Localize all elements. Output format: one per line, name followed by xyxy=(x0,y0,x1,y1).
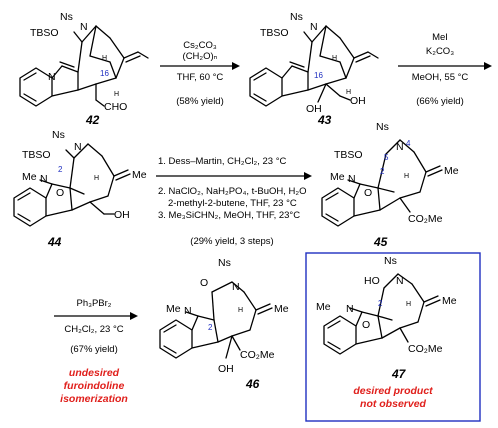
compound-number: 47 xyxy=(391,367,407,381)
reaction-arrow-2: MeI K₂CO₃ MeOH, 55 °C (66% yield) xyxy=(398,32,492,107)
step-2-cont: 2-methyl-2-butene, THF, 23 °C xyxy=(168,198,297,209)
ns-label: Ns xyxy=(290,11,303,23)
desired-line-1: desired product xyxy=(353,385,433,397)
highlight-box xyxy=(305,252,481,422)
ns-label: Ns xyxy=(384,255,397,267)
undesired-line-3: isomerization xyxy=(60,393,128,405)
yield: (29% yield, 3 steps) xyxy=(190,236,273,247)
compound-number: 42 xyxy=(85,113,100,127)
co2me-label: CO₂Me xyxy=(408,343,443,355)
locant-2: 2 xyxy=(208,323,213,332)
compound-number: 46 xyxy=(245,377,260,391)
step-1: 1. Dess–Martin, CH₂Cl₂, 23 °C xyxy=(158,156,287,167)
h-label: H xyxy=(238,307,243,314)
h-label: H xyxy=(102,55,107,62)
yield: (66% yield) xyxy=(416,96,464,107)
co2me-label: CO₂Me xyxy=(240,349,275,361)
reaction-arrow-4: Ph₃PBr₂ CH₂Cl₂, 23 °C (67% yield) xyxy=(54,298,138,355)
locant-2: 2 xyxy=(380,167,385,176)
ns-label: Ns xyxy=(60,11,73,23)
ns-label: Ns xyxy=(52,129,65,141)
h-label-2: H xyxy=(114,91,119,98)
locant-4: 4 xyxy=(406,139,411,148)
n-label: N xyxy=(396,141,404,153)
me-n-label: Me xyxy=(166,303,181,315)
locant-16: 16 xyxy=(100,69,109,78)
compound-44: Ns N TBSO Me N O 2 H Me OH 44 xyxy=(13,129,147,249)
me-label: Me xyxy=(442,295,457,307)
me-label: Me xyxy=(132,169,147,181)
h-label-2: H xyxy=(346,89,351,96)
locant-2: 2 xyxy=(58,165,63,174)
ns-label: Ns xyxy=(218,257,231,269)
reagent: Ph₃PBr₂ xyxy=(76,298,111,309)
compound-number: 44 xyxy=(47,235,62,249)
ns-label: Ns xyxy=(376,121,389,133)
h-label: H xyxy=(406,301,411,308)
locant-5: 5 xyxy=(384,153,389,162)
locant-2: 2 xyxy=(378,299,383,308)
conditions: THF, 60 °C xyxy=(177,72,224,83)
oh-label: OH xyxy=(306,103,322,115)
undesired-line-1: undesired xyxy=(69,367,120,379)
o-label: O xyxy=(56,187,64,199)
yield: (58% yield) xyxy=(176,96,224,107)
n-label: N xyxy=(80,21,88,33)
h-label: H xyxy=(94,175,99,182)
n-indole-label: N xyxy=(184,305,192,317)
me-label: Me xyxy=(444,165,459,177)
n-indole-label: N xyxy=(48,71,56,83)
ho-label: HO xyxy=(364,275,380,287)
compound-43: Ns N TBSO H H 16 OH OH 43 xyxy=(249,11,379,127)
tbso-label: TBSO xyxy=(22,149,51,161)
compound-number: 45 xyxy=(373,235,388,249)
o-label: O xyxy=(362,319,370,331)
reagent: (CH₂O)ₙ xyxy=(183,51,218,62)
h-label: H xyxy=(404,173,409,180)
conditions: MeOH, 55 °C xyxy=(412,72,469,83)
reagent: K₂CO₃ xyxy=(426,46,454,57)
n-label: N xyxy=(232,281,240,293)
undesired-line-2: furoindoline xyxy=(64,380,125,392)
n-indoline-label: N xyxy=(346,303,354,315)
step-2: 2. NaClO₂, NaH₂PO₄, t-BuOH, H₂O xyxy=(158,186,307,197)
n-indoline-label: N xyxy=(348,173,356,185)
n-label: N xyxy=(74,141,82,153)
me-n-label: Me xyxy=(316,301,331,313)
compound-46: Ns N O Me N 2 H Me CO₂Me OH 46 xyxy=(159,257,289,391)
me-n-label: Me xyxy=(330,171,345,183)
cho-label: CHO xyxy=(104,101,127,113)
me-n-label: Me xyxy=(22,171,37,183)
h-label: H xyxy=(332,55,337,62)
undesired-note: undesired furoindoline isomerization xyxy=(60,367,128,405)
oh-label: OH xyxy=(114,209,130,221)
compound-number: 43 xyxy=(317,113,332,127)
tbso-label: TBSO xyxy=(30,27,59,39)
step-3: 3. Me₃SiCHN₂, MeOH, THF, 23°C xyxy=(158,210,300,221)
reagent: Cs₂CO₃ xyxy=(183,40,217,51)
o-label: O xyxy=(200,277,208,289)
compound-47-box: Ns N HO Me N O 2 H Me CO₂Me 47 desired p… xyxy=(305,252,481,422)
compound-42: Ns N TBSO H H 16 CHO N 42 xyxy=(19,11,149,127)
n-indoline-label: N xyxy=(40,173,48,185)
tbso-label: TBSO xyxy=(260,27,289,39)
conditions: CH₂Cl₂, 23 °C xyxy=(64,324,123,335)
oh-label: OH xyxy=(218,363,234,375)
n-label: N xyxy=(396,275,404,287)
tbso-label: TBSO xyxy=(334,149,363,161)
oh-label-2: OH xyxy=(350,95,366,107)
compound-45: Ns N 4 5 TBSO Me N O 2 H Me CO₂Me 45 xyxy=(321,121,459,249)
reaction-arrow-3: 1. Dess–Martin, CH₂Cl₂, 23 °C 2. NaClO₂,… xyxy=(156,156,312,247)
co2me-label: CO₂Me xyxy=(408,213,443,225)
o-label: O xyxy=(364,187,372,199)
me-label: Me xyxy=(274,303,289,315)
yield: (67% yield) xyxy=(70,344,118,355)
reagent: MeI xyxy=(432,32,448,43)
desired-line-2: not observed xyxy=(360,398,427,410)
n-label: N xyxy=(310,21,318,33)
locant-16: 16 xyxy=(314,71,323,80)
reaction-arrow-1: Cs₂CO₃ (CH₂O)ₙ THF, 60 °C (58% yield) xyxy=(160,40,240,107)
